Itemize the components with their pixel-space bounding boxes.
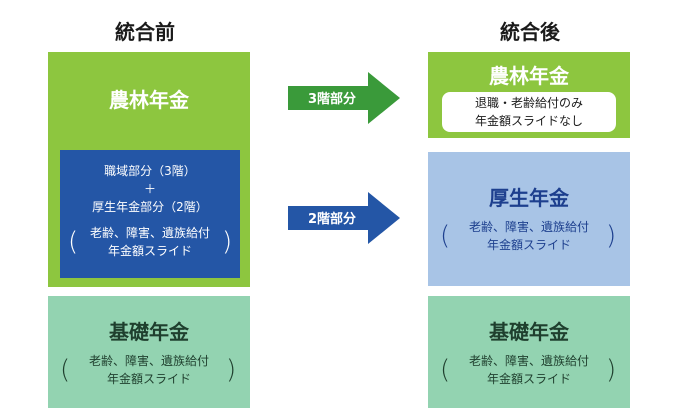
after-kosei-right-paren: ) — [606, 221, 617, 251]
after-kiso-right-paren: ) — [606, 355, 617, 385]
before-kiso-right-paren: ) — [226, 355, 237, 385]
before-kiso-detail2: 年金額スライド — [106, 372, 191, 386]
heading-before: 統合前 — [115, 20, 175, 44]
before-inner-box: 職域部分（3階） ＋ 厚生年金部分（2階） ( 老齢、障害、遺族給付 年金額スラ… — [60, 150, 240, 278]
before-inner-detail2: 年金額スライド — [107, 244, 192, 258]
after-norin-title: 農林年金 — [489, 64, 569, 88]
after-kosei-title: 厚生年金 — [489, 186, 569, 210]
after-kiso-title: 基礎年金 — [489, 320, 569, 344]
before-kiso-detail1: 老齢、障害、遺族給付 — [88, 354, 209, 368]
after-kosei-left-paren: ( — [440, 221, 451, 251]
after-kiso-box: 基礎年金 ( 老齢、障害、遺族給付 年金額スライド ) — [428, 296, 630, 408]
before-inner-left-paren: ( — [68, 227, 79, 257]
before-norin-box: 農林年金 職域部分（3階） ＋ 厚生年金部分（2階） ( 老齢、障害、遺族給付 … — [48, 52, 250, 287]
before-inner-right-paren: ) — [222, 227, 233, 257]
arrow-middle-label: 2階部分 — [308, 211, 356, 227]
after-norin-note2: 年金額スライドなし — [474, 114, 583, 128]
after-kiso-detail2: 年金額スライド — [486, 372, 571, 386]
arrow-top: 3階部分 — [288, 72, 400, 124]
before-kiso-title: 基礎年金 — [109, 320, 189, 344]
before-kiso-box: 基礎年金 ( 老齢、障害、遺族給付 年金額スライド ) — [48, 296, 250, 408]
after-kiso-detail1: 老齢、障害、遺族給付 — [468, 354, 589, 368]
before-inner-plus: ＋ — [143, 182, 156, 196]
arrow-middle: 2階部分 — [288, 192, 400, 244]
after-kosei-detail1: 老齢、障害、遺族給付 — [468, 220, 589, 234]
after-norin-note-box: 退職・老齢給付のみ 年金額スライドなし — [442, 92, 616, 132]
before-inner-line2: 厚生年金部分（2階） — [92, 200, 208, 214]
after-norin-box: 農林年金 退職・老齢給付のみ 年金額スライドなし — [428, 52, 630, 138]
before-kiso-left-paren: ( — [60, 355, 71, 385]
arrow-top-shape — [288, 72, 400, 124]
after-kiso-left-paren: ( — [440, 355, 451, 385]
before-inner-line1: 職域部分（3階） — [104, 164, 196, 178]
after-kosei-box: 厚生年金 ( 老齢、障害、遺族給付 年金額スライド ) — [428, 152, 630, 286]
after-kosei-detail2: 年金額スライド — [486, 238, 571, 252]
arrow-middle-shape — [288, 192, 400, 244]
arrow-top-label: 3階部分 — [308, 91, 356, 107]
before-inner-detail1: 老齢、障害、遺族給付 — [89, 226, 210, 240]
after-norin-note1: 退職・老齢給付のみ — [474, 96, 583, 110]
before-norin-title: 農林年金 — [109, 88, 189, 112]
heading-after: 統合後 — [500, 20, 560, 44]
